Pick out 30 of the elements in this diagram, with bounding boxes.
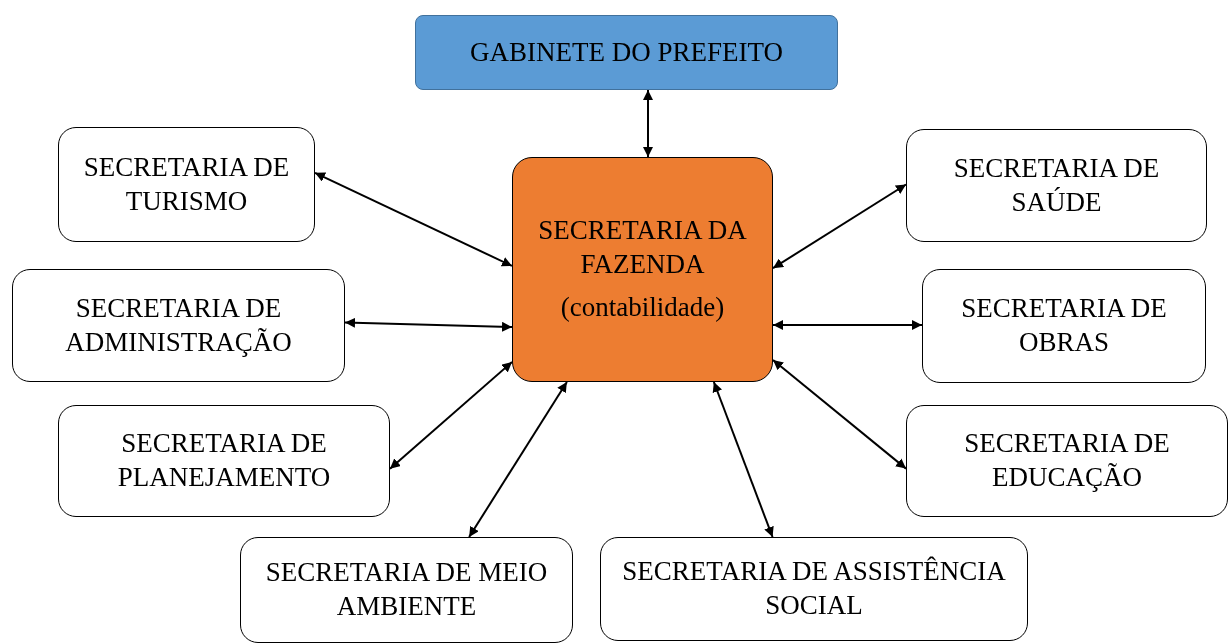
double-arrow <box>772 320 923 330</box>
department-box <box>600 537 1028 641</box>
department-box <box>906 405 1228 517</box>
department-box <box>58 127 315 242</box>
box-title: SECRETARIA DE PLANEJAMENTO <box>116 427 332 494</box>
department-box <box>906 129 1207 242</box>
double-arrow <box>712 381 774 538</box>
double-arrow <box>772 183 907 270</box>
department-box <box>240 537 573 643</box>
double-arrow <box>389 361 513 470</box>
double-arrow <box>344 317 513 332</box>
double-arrow <box>314 171 513 267</box>
header-box <box>415 15 838 90</box>
central-box <box>512 157 773 382</box>
box-title: SECRETARIA DE OBRAS <box>960 292 1168 359</box>
box-title: SECRETARIA DA FAZENDA <box>537 213 748 281</box>
box-subtitle: (contabilidade) <box>560 291 725 325</box>
double-arrow <box>772 359 907 470</box>
department-box <box>58 405 390 517</box>
box-title: SECRETARIA DE SAÚDE <box>952 151 1161 219</box>
double-arrow <box>643 89 653 158</box>
box-title: SECRETARIA DE EDUCAÇÃO <box>963 427 1171 494</box>
double-arrow <box>468 381 568 538</box>
department-box <box>12 269 345 382</box>
box-title: SECRETARIA DE MEIO AMBIENTE <box>264 556 549 623</box>
box-title: SECRETARIA DE ADMINISTRAÇÃO <box>64 291 293 359</box>
department-box <box>922 269 1206 383</box>
box-title: GABINETE DO PREFEITO <box>470 35 783 69</box>
box-title: SECRETARIA DE ASSISTÊNCIA SOCIAL <box>621 555 1007 622</box>
box-title: SECRETARIA DE TURISMO <box>82 150 291 218</box>
